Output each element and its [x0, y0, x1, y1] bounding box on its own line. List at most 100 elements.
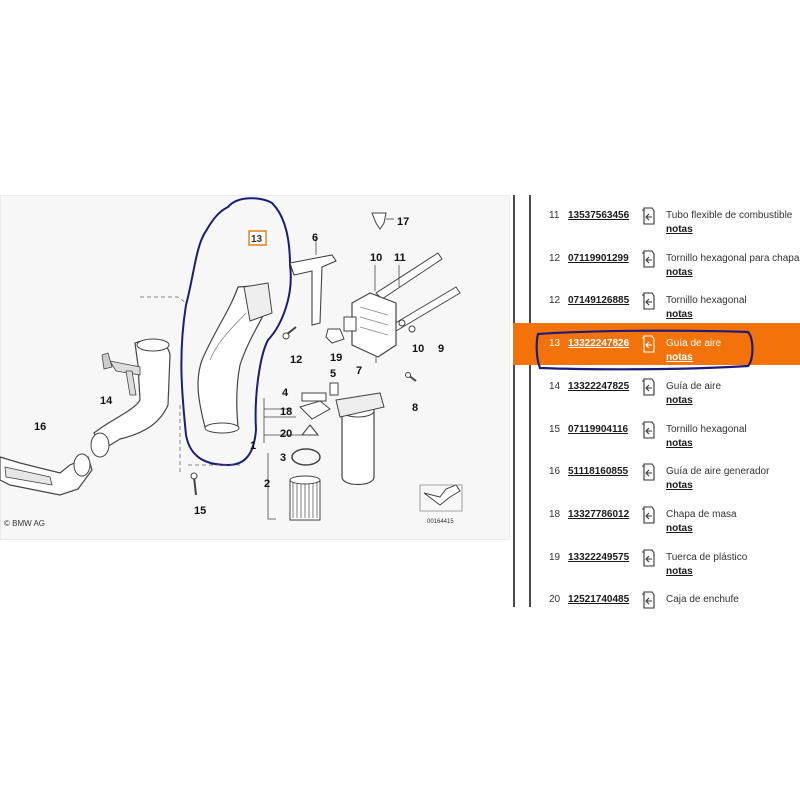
notes-link[interactable]: notas: [666, 266, 693, 278]
callout-18: 18: [280, 406, 292, 418]
row-position: 13: [549, 338, 561, 350]
plug-box-20[interactable]: [302, 425, 318, 435]
cart-arrow-icon[interactable]: [641, 378, 655, 396]
cart-arrow-icon[interactable]: [641, 207, 655, 225]
clip-17[interactable]: [372, 213, 394, 229]
hand-drawn-selection: [535, 329, 754, 371]
notes-link[interactable]: notas: [666, 480, 693, 492]
notes-link[interactable]: notas: [666, 352, 693, 364]
ground-plate-18[interactable]: [300, 401, 330, 419]
fitting-10[interactable]: [399, 320, 405, 326]
bolt-8[interactable]: [406, 373, 417, 382]
part-description: Guía de aire: [666, 380, 722, 392]
row-position: 12: [549, 295, 561, 307]
parts-diagram: 17 6 10 11 13 12 7 19 5 10 9 4 18 8 14 1…: [0, 195, 510, 540]
notes-link[interactable]: notas: [666, 224, 693, 235]
copyright-label: © BMW AG: [4, 519, 45, 528]
callout-4: 4: [282, 387, 289, 399]
cart-arrow-icon[interactable]: [641, 506, 655, 524]
callout-20: 20: [280, 428, 292, 440]
callout-14: 14: [100, 395, 113, 407]
callout-5: 5: [330, 368, 336, 380]
callout-8: 8: [412, 402, 418, 414]
nut-19[interactable]: [326, 329, 344, 343]
parts-row[interactable]: 11 13537563456 Tubo flexible de combustibl…: [513, 195, 800, 237]
part-description: Tornillo hexagonal: [666, 295, 747, 307]
bracket-6[interactable]: [290, 237, 336, 325]
generator-air-guide-16[interactable]: [0, 454, 92, 495]
intake-pipe-14[interactable]: [91, 339, 170, 457]
part-number-link[interactable]: 13322249575: [568, 551, 630, 563]
divider-right: [529, 195, 531, 607]
air-duct-13[interactable]: [198, 231, 272, 433]
part-number-link[interactable]: 51118160855: [568, 466, 629, 478]
parts-row[interactable]: 16 51118160855 Guía de aire generador notas: [513, 451, 800, 493]
callout-15: 15: [194, 505, 206, 517]
part-number-link[interactable]: 13322247825: [568, 380, 630, 392]
parts-row[interactable]: 14 13322247825 Guía de aire notas: [513, 366, 800, 408]
screw-12[interactable]: [283, 327, 296, 339]
part-description: Guía de aire: [666, 338, 722, 350]
cart-arrow-icon[interactable]: [641, 292, 655, 310]
part-number-link[interactable]: 07119904116: [568, 423, 629, 435]
oring-3[interactable]: [292, 449, 320, 465]
notes-link[interactable]: notas: [666, 522, 693, 534]
screw-5[interactable]: [330, 383, 338, 395]
callout-1: 1: [250, 440, 256, 452]
part-description: Tornillo hexagonal: [666, 423, 747, 435]
clamp-4[interactable]: [302, 393, 326, 401]
callout-11: 11: [394, 252, 406, 264]
part-description: Tornillo hexagonal para chapa: [666, 252, 800, 264]
row-position: 16: [549, 466, 561, 478]
part-description: Caja de enchufe: [666, 594, 739, 606]
part-number-link[interactable]: 13327786012: [568, 508, 630, 520]
notes-link[interactable]: notas: [666, 565, 693, 577]
drawing-number: 00164415: [427, 519, 454, 525]
notes-link[interactable]: notas: [666, 309, 693, 321]
part-description: Chapa de masa: [666, 508, 737, 520]
notes-link[interactable]: notas: [666, 394, 693, 406]
screw-15[interactable]: [191, 473, 197, 495]
callout-10-b: 10: [412, 343, 424, 355]
callout-9: 9: [438, 343, 444, 355]
parts-list: 11 13537563456 Tubo flexible de combustibl…: [513, 195, 800, 609]
row-position: 11: [549, 210, 560, 221]
row-position: 14: [549, 380, 561, 392]
fitting-10b[interactable]: [409, 326, 415, 332]
part-description: Tubo flexible de combustible: [666, 210, 793, 221]
cart-arrow-icon[interactable]: [641, 591, 655, 609]
view-arrow-icon: [424, 485, 460, 505]
filter-housing-1[interactable]: [336, 393, 384, 485]
part-number-link[interactable]: 07149126885: [568, 295, 630, 307]
cart-arrow-icon[interactable]: [641, 335, 655, 353]
cart-arrow-icon[interactable]: [641, 250, 655, 268]
callout-16: 16: [34, 421, 46, 433]
callout-12: 12: [290, 354, 302, 366]
hand-drawn-outline: [181, 198, 290, 465]
callout-13: 13: [251, 234, 263, 245]
part-number-link[interactable]: 07119901299: [568, 252, 629, 264]
part-number-link[interactable]: 13537563456: [568, 210, 630, 221]
divider-left: [513, 195, 515, 607]
cart-arrow-icon[interactable]: [641, 549, 655, 567]
row-position: 18: [549, 508, 561, 520]
part-number-link[interactable]: 13322247826: [568, 338, 630, 350]
part-description: Tuerca de plástico: [666, 551, 748, 563]
callout-10: 10: [370, 252, 382, 264]
parts-row[interactable]: 18 13327786012 Chapa de masa notas: [513, 494, 800, 536]
filter-element-2[interactable]: [290, 476, 320, 520]
callout-19: 19: [330, 352, 342, 364]
callout-6: 6: [312, 232, 318, 244]
callout-2: 2: [264, 478, 270, 490]
part-description: Guía de aire generador: [666, 466, 770, 478]
notes-link[interactable]: notas: [666, 437, 693, 449]
fuel-pump-7[interactable]: [344, 293, 396, 363]
part-number-link[interactable]: 12521740485: [568, 594, 630, 606]
parts-row[interactable]: 12 07149126885 Tornillo hexagonal notas: [513, 280, 800, 322]
cart-arrow-icon[interactable]: [641, 463, 655, 481]
cart-arrow-icon[interactable]: [641, 420, 655, 439]
